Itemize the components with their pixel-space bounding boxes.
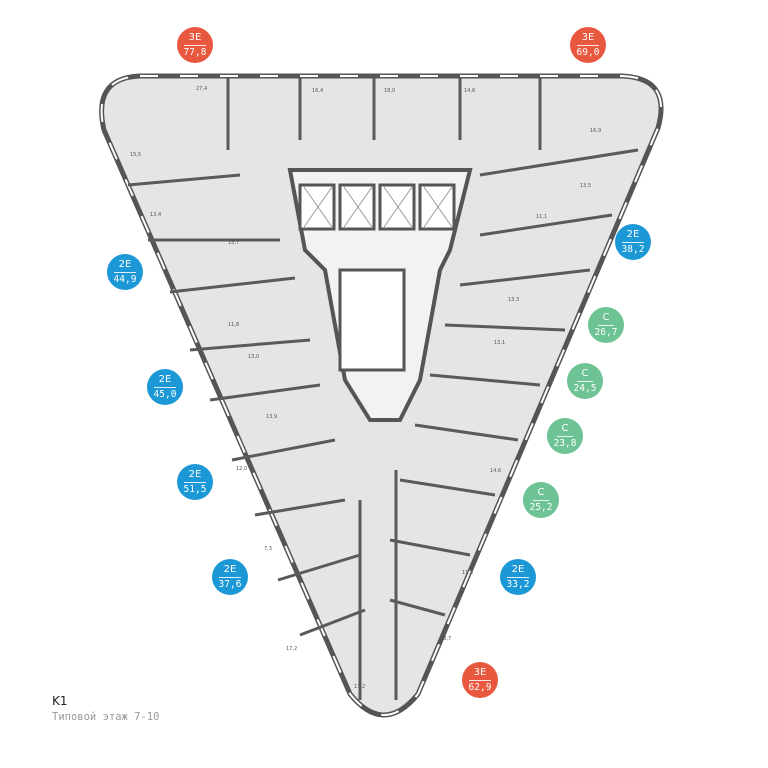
room-area: 7,3 — [264, 546, 272, 552]
room-area: 14,6 — [464, 88, 476, 94]
room-area: 17,2 — [354, 684, 366, 690]
apartment-type: C — [556, 423, 574, 437]
apartment-area: 38,2 — [621, 243, 645, 255]
apartment-type: 2E — [153, 374, 177, 388]
apartment-type: C — [576, 368, 594, 382]
window-band — [100, 75, 663, 716]
apartment-area: 25,2 — [529, 501, 553, 513]
apartment-area: 44,9 — [113, 273, 137, 285]
apartment-type: 2E — [183, 469, 207, 483]
apartment-area: 37,6 — [218, 578, 242, 590]
apartment-type: 2E — [218, 564, 242, 578]
apartment-area: 23,8 — [553, 437, 577, 449]
room-area: 18,0 — [384, 88, 396, 94]
building-label: K1 — [52, 694, 68, 708]
apartment-type: 3E — [576, 32, 600, 46]
room-area: 13,0 — [248, 354, 260, 360]
room-area: 15,5 — [130, 152, 142, 158]
apartment-type: 3E — [468, 667, 492, 681]
core — [287, 168, 473, 422]
room-area: 27,4 — [196, 86, 208, 92]
apartment-area: 26,7 — [594, 326, 618, 338]
room-area: 13,5 — [580, 183, 592, 189]
apartment-type: C — [532, 487, 550, 501]
room-area: 13,7 — [440, 636, 452, 642]
room-area: 16,4 — [312, 88, 324, 94]
room-area: 13,3 — [508, 297, 520, 303]
apartment-area: 62,9 — [468, 681, 492, 693]
room-area: 13,1 — [494, 340, 506, 346]
apartment-area: 69,0 — [576, 46, 600, 58]
room-area: 14,6 — [490, 468, 502, 474]
apartment-area: 33,2 — [506, 578, 530, 590]
apartment-area: 24,5 — [573, 382, 597, 394]
room-area: 12,0 — [236, 466, 248, 472]
floor-label: Типовой этаж 7-10 — [52, 711, 160, 723]
stair — [338, 268, 406, 372]
room-area: 13,4 — [150, 212, 162, 218]
room-area: 11,5 — [462, 570, 474, 576]
apartment-area: 77,8 — [183, 46, 207, 58]
room-area: 15,7 — [228, 240, 240, 246]
plan-caption: K1 Типовой этаж 7-10 — [52, 694, 159, 723]
room-area: 11,1 — [536, 214, 548, 220]
room-area: 13,9 — [266, 414, 278, 420]
apartment-area: 51,5 — [183, 483, 207, 495]
apartment-type: 2E — [621, 229, 645, 243]
interior-walls — [127, 78, 639, 700]
apartment-type: 2E — [113, 259, 137, 273]
room-area: 17,2 — [286, 646, 298, 652]
apartment-type: 2E — [506, 564, 530, 578]
apartment-area: 45,0 — [153, 388, 177, 400]
apartment-type: C — [597, 312, 615, 326]
room-area: 16,9 — [590, 128, 602, 134]
apartment-type: 3E — [183, 32, 207, 46]
room-area: 11,8 — [228, 322, 240, 328]
